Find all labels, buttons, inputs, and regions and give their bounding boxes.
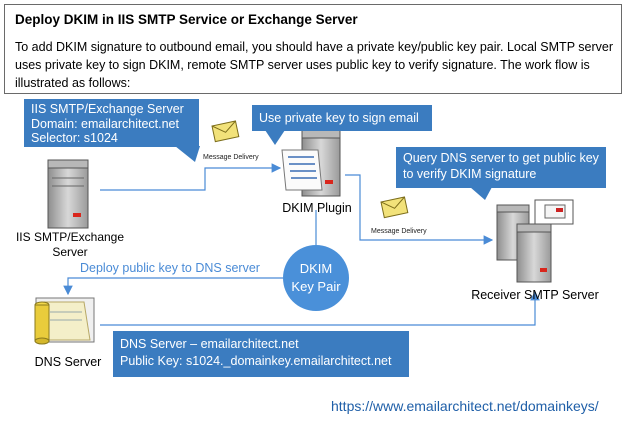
- callout-dns-line2: Public Key: s1024._domainkey.emailarchit…: [120, 354, 392, 368]
- dns-server-icon: [34, 297, 95, 345]
- arrow-keypair-to-dns: [63, 277, 283, 296]
- envelope-icon-2: [380, 196, 409, 219]
- callout-pointer-iis: [175, 146, 200, 162]
- arrow-plugin-to-receiver: [345, 174, 494, 245]
- edge-label-delivery-1: Message Delivery: [203, 154, 259, 161]
- callout-pointer-query: [470, 187, 492, 200]
- receiver-label: Receiver SMTP Server: [471, 288, 599, 302]
- page-description: To add DKIM signature to outbound email,…: [15, 40, 614, 90]
- iis-server-label: IIS SMTP/Exchange Server: [15, 230, 125, 259]
- callout-dns-server: DNS Server – emailarchitect.net Public K…: [113, 331, 409, 377]
- callout-dns-line1: DNS Server – emailarchitect.net: [120, 337, 299, 351]
- footer-url-link[interactable]: https://www.emailarchitect.net/domainkey…: [331, 398, 599, 414]
- dkim-key-pair-node: DKIM Key Pair: [283, 245, 349, 311]
- callout-iis-line2: Domain: emailarchitect.net: [31, 116, 179, 131]
- edge-label-deploy: Deploy public key to DNS server: [80, 261, 260, 275]
- dkim-plugin-icon: [281, 129, 341, 197]
- callout-private-key: Use private key to sign email: [252, 105, 432, 131]
- callout-iis-line3: Selector: s1024: [31, 131, 118, 145]
- arrow-dns-to-receiver: [100, 290, 540, 326]
- page-title: Deploy DKIM in IIS SMTP Service or Excha…: [15, 12, 358, 27]
- callout-query-dns: Query DNS server to get public key to ve…: [396, 147, 606, 188]
- receiver-server-icon: [496, 199, 574, 283]
- callout-iis-line1: IIS SMTP/Exchange Server: [31, 102, 184, 116]
- key-pair-line2: Key Pair: [291, 279, 341, 294]
- callout-iis-server: IIS SMTP/Exchange Server Domain: emailar…: [24, 99, 199, 147]
- dns-server-label: DNS Server: [34, 355, 102, 369]
- key-pair-line1: DKIM: [299, 261, 333, 276]
- envelope-icon-1: [211, 120, 240, 143]
- flow-arrows: [63, 163, 540, 326]
- header-box: Deploy DKIM in IIS SMTP Service or Excha…: [4, 4, 622, 94]
- dkim-plugin-label: DKIM Plugin: [282, 201, 352, 215]
- iis-server-icon: [47, 159, 89, 229]
- callout-pointer-private-key: [265, 130, 285, 145]
- edge-label-delivery-2: Message Delivery: [371, 228, 427, 235]
- arrow-iis-to-plugin: [100, 163, 282, 191]
